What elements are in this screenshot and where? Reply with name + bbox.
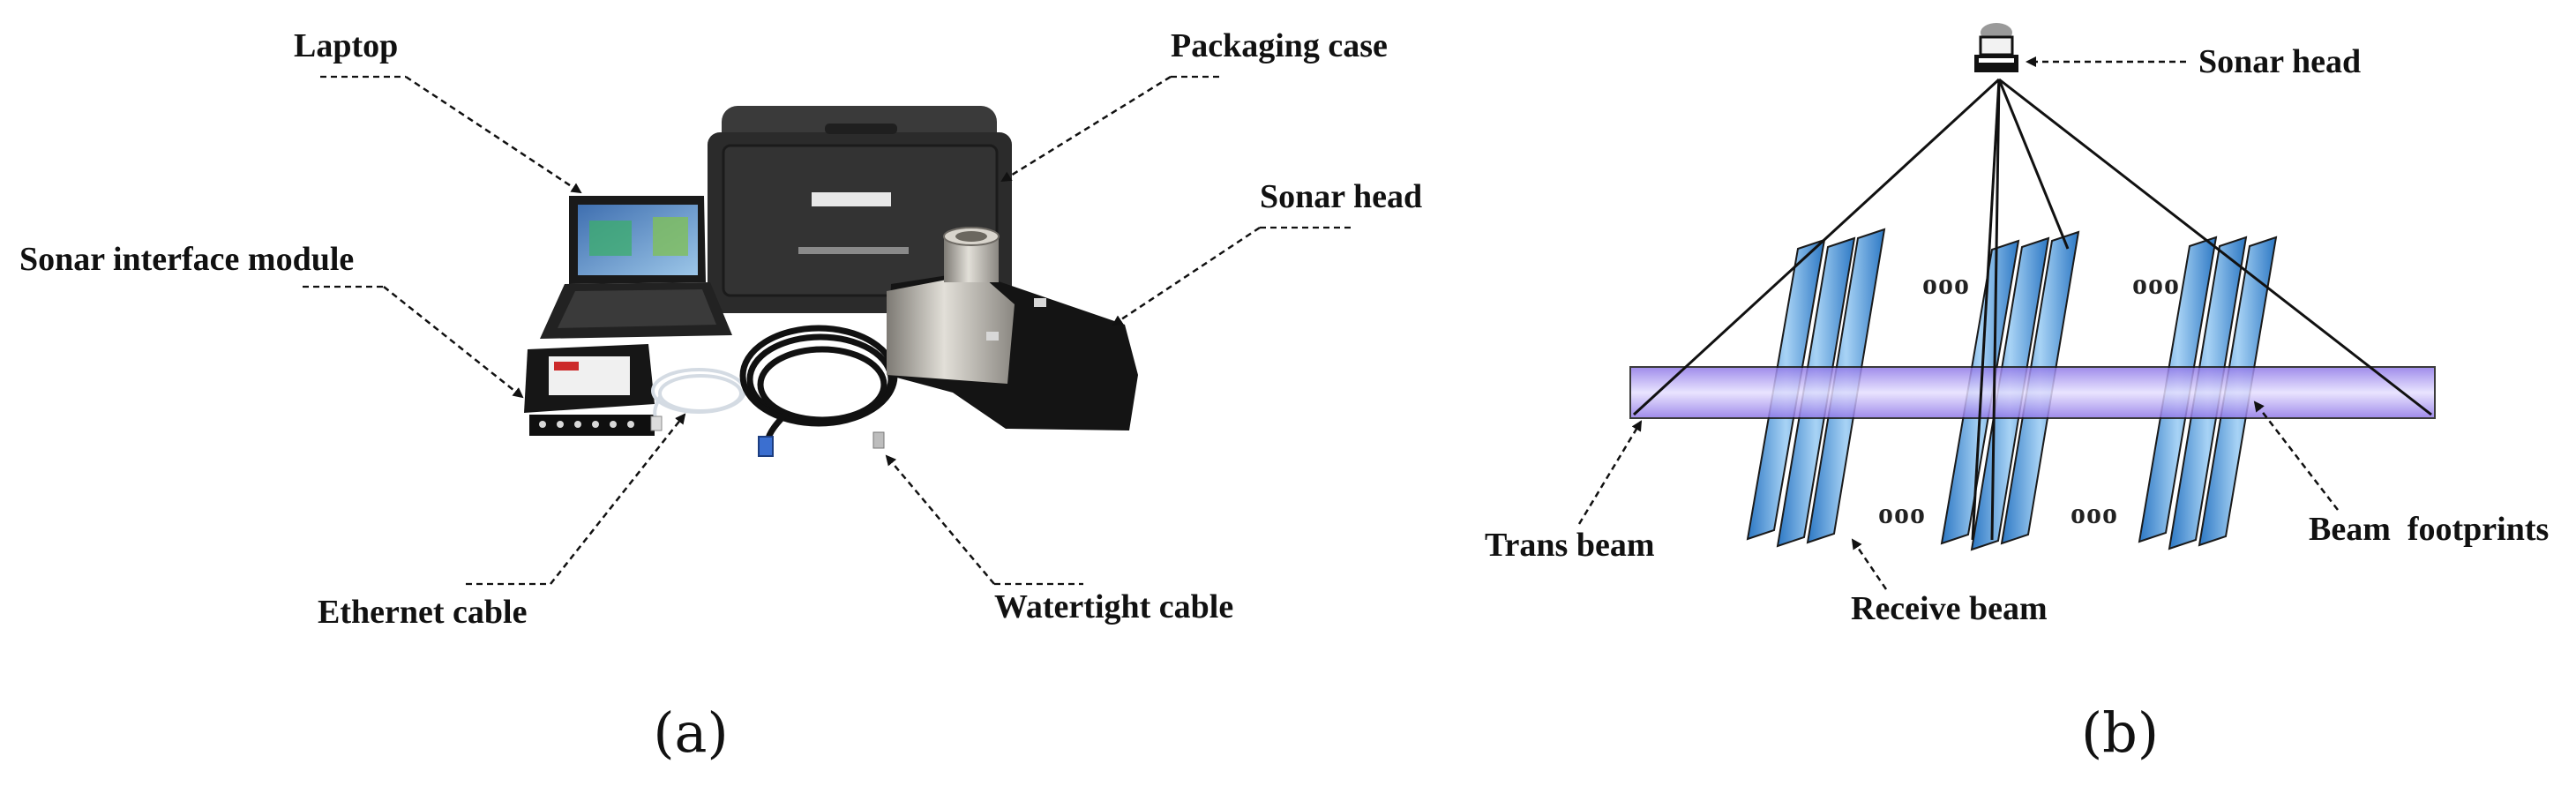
fan-line-inner-right [1997,79,2070,250]
label-receive-beam: Receive beam [1851,590,2048,627]
leader-ethernet-cable [550,413,686,585]
sonar-head-illustration [887,227,1138,430]
trans-beam [1629,366,2436,419]
leader-packaging-case [1000,75,1172,183]
label-sonar-head-b: Sonar head [2198,43,2361,80]
fan-line-center [1990,79,2001,541]
leader-watertight-cable [885,454,995,585]
ellipsis-upper-2: ooo [2132,268,2180,301]
label-ethernet-cable: Ethernet cable [318,594,527,631]
laptop-illustration [540,196,732,339]
label-sonar-interface-module: Sonar interface module [19,241,354,278]
label-sonar-head-a: Sonar head [1260,178,1422,215]
label-packaging-case: Packaging case [1171,27,1388,64]
caption-a: (a) [653,700,728,765]
ellipsis-lower-1: ooo [1878,498,1926,530]
label-laptop: Laptop [294,27,398,64]
label-watertight-cable: Watertight cable [994,588,1233,625]
leader-sonar-head-a [1112,226,1261,326]
caption-b: (b) [2081,700,2159,765]
fan-line-left [1632,78,2001,416]
panel-b: ooo ooo ooo ooo Sonar head Trans beam Re… [1485,23,2549,765]
sonar-head-icon [1974,23,2018,72]
leader-trans-beam [1577,420,1643,525]
watertight-cable-illustration [739,325,898,457]
sonar-interface-module-illustration [524,344,655,436]
fan-line-right [1998,78,2432,416]
label-trans-beam: Trans beam [1485,527,1654,564]
leader-beam-footprints [2253,400,2339,511]
leader-receive-beam [1851,538,1888,590]
panel-a: Laptop Packaging case Sonar head Sonar i… [19,27,1422,765]
fan-lines [1632,78,2432,541]
packaging-case-illustration [708,106,1012,313]
leader-sonar-interface-module [383,286,524,399]
leader-laptop [405,75,582,194]
fan-line-inner-left [1971,79,2001,541]
label-beam-footprints: Beam footprints [2309,511,2549,548]
ellipsis-lower-2: ooo [2071,498,2118,530]
ellipsis-upper-1: ooo [1922,268,1970,301]
